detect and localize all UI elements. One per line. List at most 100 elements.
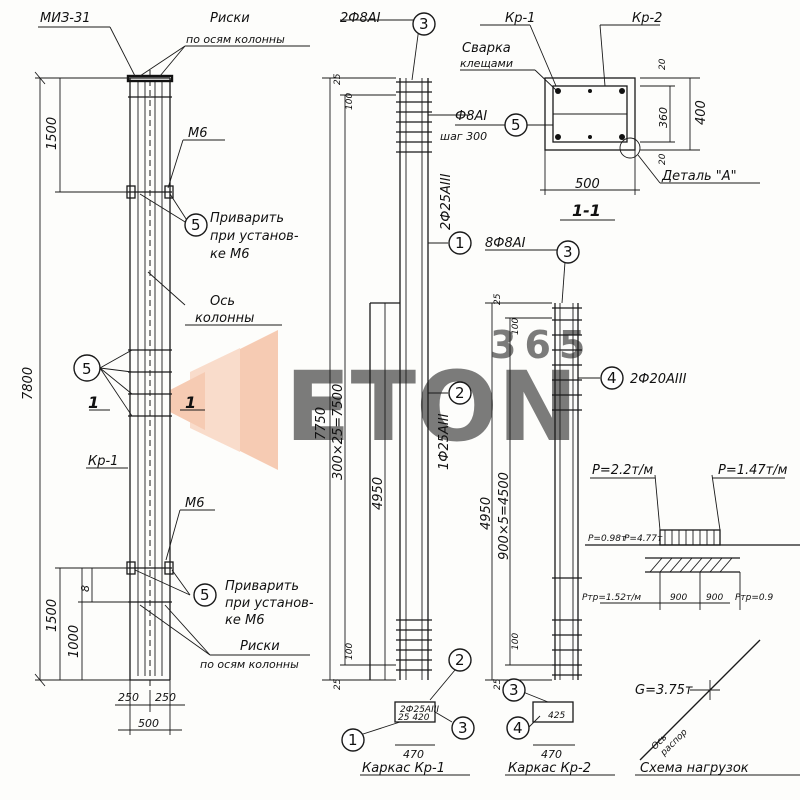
load-scheme-title: Схема нагрузок xyxy=(640,761,749,776)
kr1-dim-100a: 100 xyxy=(345,93,355,110)
watermark: ETON 365 xyxy=(170,323,593,470)
sec-dim-20b: 20 xyxy=(658,153,668,165)
label-riski-bot-sub: по осям колонны xyxy=(200,658,299,671)
bubble-1-kr1-sec: 1 xyxy=(341,728,365,752)
stirrup-leaders xyxy=(99,349,133,417)
watermark-brand: ETON xyxy=(285,351,578,463)
kr2-cage-title: Каркас Кр-2 xyxy=(508,761,591,776)
dim-250a: 250 xyxy=(118,691,139,704)
load-pr1: P=0.98т xyxy=(588,534,627,544)
label-privarit-bot-2: при установ- xyxy=(225,596,314,611)
svg-text:2: 2 xyxy=(455,651,465,669)
svg-text:1: 1 xyxy=(348,731,358,749)
load-ptr2: Pтр=0.9 xyxy=(735,593,774,603)
label-privarit-top-1: Приварить xyxy=(210,211,284,226)
label-privarit-top-3: ке М6 xyxy=(210,247,249,262)
label-kr1-left: Кр-1 xyxy=(88,454,118,469)
svg-text:4: 4 xyxy=(607,369,617,387)
load-p1: P=2.2т/м xyxy=(592,463,653,478)
kr1-section-detail xyxy=(359,669,470,776)
sec-svarka-2: клещами xyxy=(460,57,513,70)
column-dimensions xyxy=(34,71,185,735)
bubble-3-kr2-top: 3 xyxy=(556,240,580,264)
kr1-sec-dims: 25 420 xyxy=(398,713,430,723)
label-privarit-bot-3: ке М6 xyxy=(225,613,264,628)
svg-text:4: 4 xyxy=(513,719,523,737)
bubble-5-bot: 5 xyxy=(193,583,217,607)
load-900b: 900 xyxy=(706,593,723,603)
kr2-top-bar: 8Ф8АI xyxy=(485,236,526,251)
load-p2: P=1.47т/м xyxy=(718,463,788,478)
bubble-1-kr1: 1 xyxy=(448,231,472,255)
svg-text:5: 5 xyxy=(200,586,210,604)
label-os-2: колонны xyxy=(195,311,254,326)
sec-step: шаг 300 xyxy=(440,130,487,143)
load-scheme xyxy=(585,474,800,776)
column-elevation xyxy=(126,70,174,690)
watermark-number: 365 xyxy=(490,323,593,367)
load-900a: 900 xyxy=(670,593,687,603)
kr1-top-bar: 2Ф8АI xyxy=(340,11,381,26)
label-riski-bot: Риски xyxy=(240,639,280,654)
svg-text:5: 5 xyxy=(82,360,92,378)
cage-kr1 xyxy=(322,19,470,681)
kr1-dim-100b: 100 xyxy=(345,643,355,660)
watermark-logo-icon xyxy=(170,330,278,470)
label-privarit-top-2: при установ- xyxy=(210,229,299,244)
kr1-dim-25a: 25 xyxy=(333,73,343,85)
load-g: G=3.75т xyxy=(635,683,693,698)
svg-text:3: 3 xyxy=(509,681,519,699)
sec-label-kr1: Кр-1 xyxy=(505,11,535,26)
dim-7800: 7800 xyxy=(21,367,36,400)
kr1-sec-bar-label: 2Ф25АIII xyxy=(400,705,439,715)
svg-text:3: 3 xyxy=(458,719,468,737)
svg-text:3: 3 xyxy=(419,15,429,33)
sec-dim-500: 500 xyxy=(575,177,600,192)
sec-dim-20a: 20 xyxy=(658,58,668,70)
column-callouts xyxy=(38,26,310,656)
svg-text:3: 3 xyxy=(563,243,573,261)
section-title-1-1: 1-1 xyxy=(572,201,601,220)
dim-1000: 1000 xyxy=(67,625,82,658)
kr1-dim-470: 470 xyxy=(403,748,424,761)
bubble-2-kr1-sec: 2 xyxy=(448,648,472,672)
label-riski-top: Риски xyxy=(210,11,250,26)
svg-text:5: 5 xyxy=(191,216,201,234)
svg-text:1: 1 xyxy=(455,234,465,252)
bubble-3-kr2-sec: 3 xyxy=(502,678,526,702)
cage-kr2 xyxy=(485,249,600,681)
dim-250b: 250 xyxy=(155,691,176,704)
section-mark-right: 1 xyxy=(185,393,196,412)
dim-500: 500 xyxy=(138,717,159,730)
label-privarit-bot-1: Приварить xyxy=(225,579,299,594)
kr1-dim-7750: 7750 xyxy=(314,407,329,440)
kr1-rebar-mid: 1Ф25АIII xyxy=(437,413,452,470)
bubble-2-kr1: 2 xyxy=(448,381,472,405)
bubble-5-top: 5 xyxy=(184,213,208,237)
kr1-dim-25b: 25 xyxy=(333,678,343,690)
bubble-3-kr1-top: 3 xyxy=(412,12,436,36)
kr2-dim-25c: 25 xyxy=(493,293,503,305)
dim-1500-top: 1500 xyxy=(45,117,60,150)
label-riski-top-sub: по осям колонны xyxy=(186,33,285,46)
label-miz: МИЗ-31 xyxy=(40,11,91,26)
kr1-rebar-top: 2Ф25АIII xyxy=(439,173,454,230)
dim-8: 8 xyxy=(79,585,92,592)
bubble-4-kr2-sec: 4 xyxy=(506,716,530,740)
sec-detail-a: Деталь "А" xyxy=(661,169,737,184)
kr2-dim-425: 425 xyxy=(548,711,565,721)
kr2-dim-100d: 100 xyxy=(511,633,521,650)
kr2-dim-25d: 25 xyxy=(493,678,503,690)
svg-text:2: 2 xyxy=(455,384,465,402)
kr2-dim-4950: 4950 xyxy=(479,497,494,530)
load-ptr1: Pтр=1.52т/м xyxy=(582,593,641,603)
bubble-5-mid: 5 xyxy=(73,354,101,382)
bubble-3-kr1-sec: 3 xyxy=(451,716,475,740)
dim-1500-bot: 1500 xyxy=(45,599,60,632)
kr1-dim-4950: 4950 xyxy=(371,477,386,510)
kr2-dim-100c: 100 xyxy=(511,318,521,335)
load-pr2: P=4.77т xyxy=(624,534,663,544)
kr2-dim-470: 470 xyxy=(541,748,562,761)
